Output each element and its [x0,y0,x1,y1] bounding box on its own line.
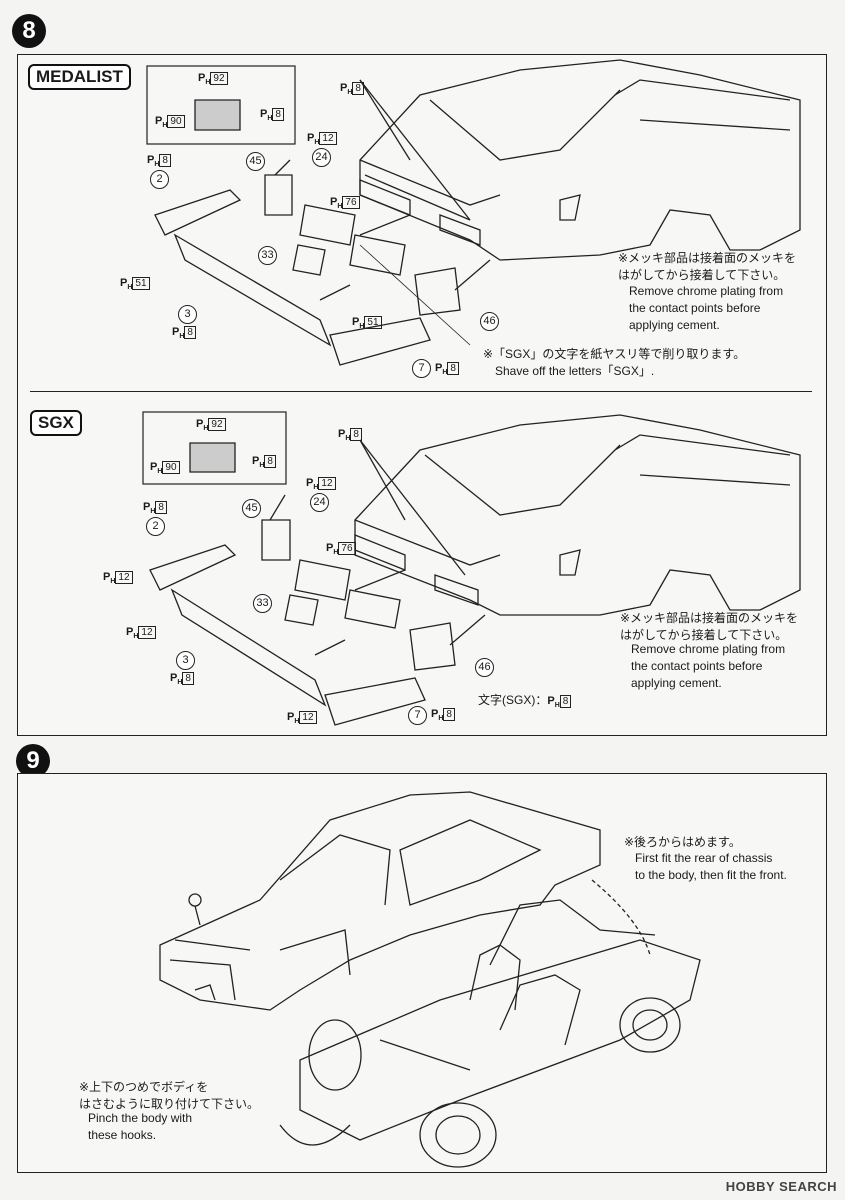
part-2: 2 [150,170,169,189]
section-divider [30,391,812,393]
sgx-part-7: 7 [408,706,427,725]
sgx-letters-label: 文字(SGX)： [478,693,548,707]
step-8-number: 8 [12,14,46,48]
sgx-letters-tag: 8 [559,695,572,708]
part-45: 45 [246,152,265,171]
rear-fit-note-en: First fit the rear of chassis to the bod… [635,851,787,882]
part-7: 7 [412,359,431,378]
medalist-label: MEDALIST [28,64,131,90]
part-33: 33 [258,246,277,265]
step-8-panel [17,54,827,736]
hooks-note-jp: ※上下のつめでボディを はさむように取り付けて下さい。 [79,1080,260,1111]
chrome-note-jp-sgx: ※メッキ部品は接着面のメッキを はがしてから接着して下さい。 [620,611,799,642]
hooks-note-en: Pinch the body with these hooks. [88,1111,193,1142]
step-9-number: 9 [16,744,50,778]
sgx-part-33: 33 [253,594,272,613]
chrome-note-en-medalist: Remove chrome plating from the contact p… [629,284,784,332]
sgx-shave-note-jp: ※「SGX」の文字を紙ヤスリ等で削り取ります。 [483,347,746,361]
sgx-part-3: 3 [176,651,195,670]
part-24: 24 [312,148,331,167]
rear-fit-note-jp: ※後ろからはめます。 [624,835,741,849]
step-9-panel [17,773,827,1173]
sgx-part-45: 45 [242,499,261,518]
sgx-part-24: 24 [310,493,329,512]
sgx-shave-note-en: Shave off the letters「SGX」. [495,364,655,378]
sgx-part-46: 46 [475,658,494,677]
watermark: HOBBY SEARCH [725,1179,837,1194]
part-3: 3 [178,305,197,324]
chrome-note-en-sgx: Remove chrome plating from the contact p… [631,642,786,690]
part-46: 46 [480,312,499,331]
chrome-note-jp-medalist: ※メッキ部品は接着面のメッキを はがしてから接着して下さい。 [618,251,797,282]
sgx-label: SGX [30,410,82,436]
sgx-part-2: 2 [146,517,165,536]
